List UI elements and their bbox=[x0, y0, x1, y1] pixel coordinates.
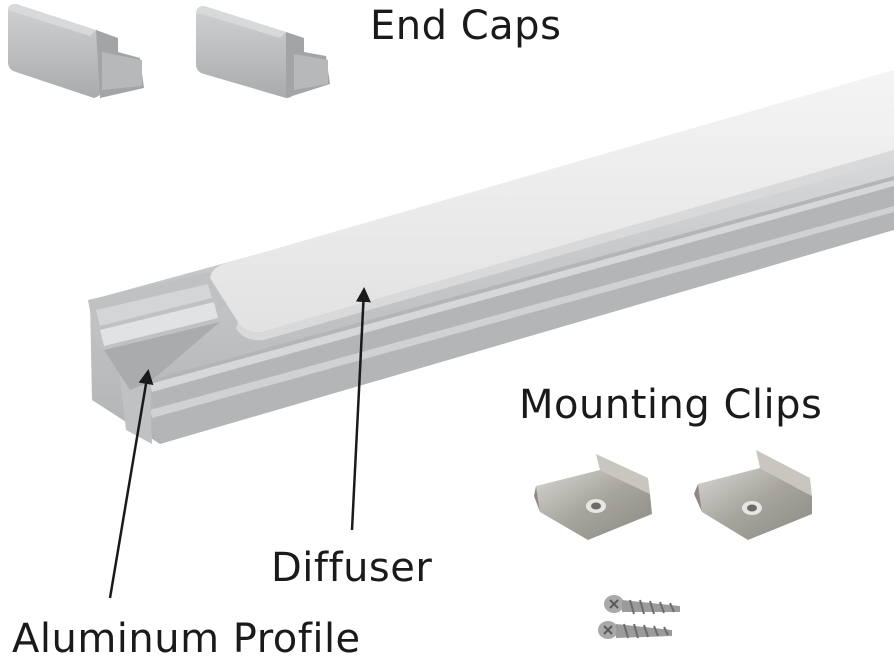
mounting-clip-left bbox=[534, 454, 652, 540]
screw-bottom bbox=[598, 621, 672, 639]
diffuser-arrow bbox=[350, 287, 371, 531]
diffuser-label: Diffuser bbox=[271, 545, 433, 591]
mounting-clip-right bbox=[694, 450, 812, 540]
aluminum-profile-label: Aluminum Profile bbox=[12, 616, 361, 662]
mounting-clips-label: Mounting Clips bbox=[519, 382, 823, 428]
diffuser-strip bbox=[210, 70, 894, 341]
screw-top bbox=[604, 595, 680, 615]
end-cap-right bbox=[196, 6, 330, 98]
aluminum-profile-arrow bbox=[108, 369, 154, 599]
end-caps-label: End Caps bbox=[370, 3, 562, 49]
end-cap-left bbox=[8, 4, 144, 98]
